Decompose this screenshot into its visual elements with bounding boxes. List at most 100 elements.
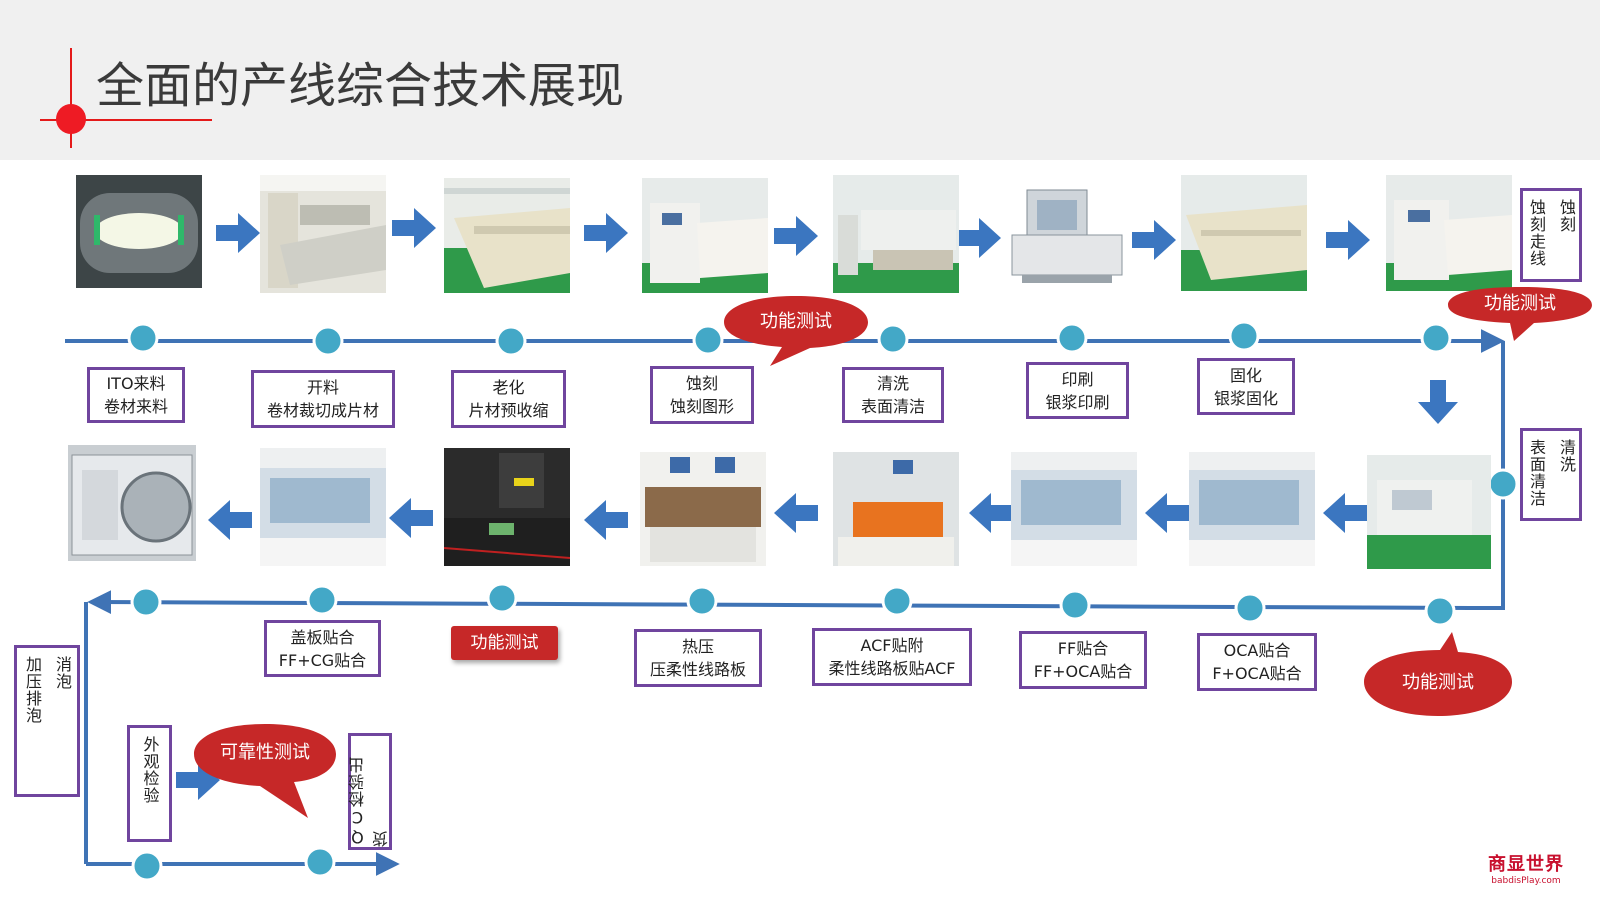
flow-node	[686, 585, 718, 617]
step-label-ff-lamination: FF贴合 FF+OCA贴合	[1019, 631, 1147, 689]
arrow-left-icon	[584, 500, 628, 540]
callout-text: 功能测试	[760, 311, 832, 332]
callout-reliability-test: 可靠性测试	[190, 720, 340, 820]
step-label-qc-shipping: QC检验出货	[348, 733, 392, 850]
flow-node	[1056, 322, 1088, 354]
step-label-line2: F+OCA贴合	[1212, 664, 1302, 683]
step-label-line2: 银浆固化	[1213, 388, 1278, 408]
step-label-line2: 压柔性线路板	[649, 660, 746, 679]
arrow-right-icon	[584, 213, 628, 253]
callout-function-test-bottom: 功能测试	[451, 626, 558, 660]
step-label-aging: 老化 片材预收缩	[451, 370, 566, 428]
step-label-oca-lamination: OCA贴合 F+OCA贴合	[1197, 633, 1317, 691]
step-label-line1: FF贴合	[1057, 639, 1109, 658]
flow-node	[130, 586, 162, 618]
step-label-line2: 片材预收缩	[468, 401, 549, 420]
flow-node	[486, 582, 518, 614]
vertical-label-col1: QC检验出货	[348, 756, 391, 847]
photo-surface-cleaning-machine	[1367, 455, 1491, 569]
flow-node	[1228, 320, 1260, 352]
step-label-line1: 老化	[492, 378, 525, 397]
step-label-cover-lamination: 盖板贴合 FF+CG贴合	[264, 620, 381, 677]
title-decoration-horizontal-line	[40, 119, 212, 121]
title-decoration-red-dot	[56, 104, 86, 134]
vertical-label-col2: 加压排泡	[23, 656, 42, 724]
photo-ff-lamination-machine	[1011, 452, 1137, 566]
step-label-cleaning: 清洗 表面清洁	[842, 367, 944, 423]
vertical-label-col2: 表面清洁	[1527, 439, 1546, 507]
flow-node	[1059, 589, 1091, 621]
title-decoration-vertical-line	[70, 48, 72, 148]
flow-node	[1234, 592, 1266, 624]
flow-node	[877, 323, 909, 355]
step-label-line2: FF+CG贴合	[278, 650, 367, 670]
step-label-line1: 开料	[306, 378, 339, 397]
watermark-logo: 商显世界 babdisPlay.com	[1488, 850, 1564, 886]
arrow-left-icon	[389, 498, 433, 538]
arrow-right-icon	[1326, 220, 1370, 260]
step-label-line2: FF+OCA贴合	[1033, 662, 1133, 681]
step-label-etching-traces: 蚀刻 蚀刻走线	[1520, 188, 1582, 282]
photo-cutting-machine	[260, 175, 386, 293]
step-label-line2: 卷材来料	[103, 397, 168, 416]
step-label-line2: 柔性线路板贴ACF	[828, 659, 956, 678]
step-label-line1: ITO来料	[106, 374, 166, 393]
right-connector-line	[1465, 341, 1505, 610]
vertical-label-col1: 蚀刻	[1557, 199, 1576, 233]
flow-node	[1424, 595, 1456, 627]
step-label-line2: 表面清洁	[860, 397, 925, 416]
flow-node	[127, 322, 159, 354]
vertical-label-col1: 外观检验	[140, 736, 160, 804]
step-label-acf: ACF贴附 柔性线路板贴ACF	[812, 628, 972, 686]
arrow-right-icon	[1132, 220, 1176, 260]
photo-etching-line-machine	[1386, 175, 1512, 291]
arrow-left-icon	[208, 500, 252, 540]
flow-node	[306, 584, 338, 616]
photo-oca-lamination-machine	[1189, 452, 1315, 566]
photo-test-bench	[444, 448, 570, 566]
step-label-hot-press: 热压 压柔性线路板	[634, 629, 762, 687]
arrow-left-icon	[1323, 493, 1367, 533]
watermark-text: 商显世界	[1488, 854, 1564, 875]
vertical-label-col1: 清洗	[1557, 439, 1576, 473]
callout-function-test-bottom-right: 功能测试	[1360, 628, 1516, 720]
flow-node	[1420, 322, 1452, 354]
callout-text: 可靠性测试	[220, 742, 310, 763]
step-label-debubble: 消泡 加压排泡	[14, 645, 80, 797]
callout-function-test-right: 功能测试	[1444, 283, 1596, 343]
step-label-line2: 银浆印刷	[1045, 392, 1110, 412]
step-label-surface-cleaning: 清洗 表面清洁	[1520, 428, 1582, 521]
photo-hot-press-machine	[640, 452, 766, 566]
flow-node	[495, 325, 527, 357]
step-label-line1: ACF贴附	[860, 636, 924, 655]
photo-debubble-autoclave	[68, 445, 196, 561]
arrow-right-icon	[392, 208, 436, 248]
step-label-line2: 蚀刻图形	[669, 397, 734, 416]
flow-node	[131, 850, 163, 882]
flow-node	[881, 585, 913, 617]
vertical-label-col2: 蚀刻走线	[1527, 199, 1546, 267]
callout-function-test-top: 功能测试	[720, 292, 872, 368]
step-label-ito-incoming: ITO来料 卷材来料	[87, 367, 185, 423]
step-label-curing: 固化 银浆固化	[1197, 358, 1295, 415]
photo-lamination-machine	[260, 448, 386, 566]
callout-text: 功能测试	[1484, 293, 1556, 314]
step-label-line1: 热压	[681, 637, 714, 656]
photo-aging-oven-line	[444, 178, 570, 293]
arrow-down-icon	[1418, 380, 1458, 424]
step-label-line1: OCA贴合	[1223, 641, 1291, 660]
photo-acf-machine	[833, 452, 959, 566]
header-band: 全面的产线综合技术展现	[0, 0, 1600, 160]
flow-node	[304, 846, 336, 878]
arrow-right-icon	[774, 216, 818, 256]
flow-node	[312, 325, 344, 357]
step-label-printing: 印刷 银浆印刷	[1026, 362, 1129, 419]
flow-node	[692, 324, 724, 356]
step-label-line1: 盖板贴合	[290, 627, 355, 647]
arrow-left-icon	[1145, 493, 1189, 533]
step-label-line1: 印刷	[1061, 369, 1094, 389]
step-label-line1: 固化	[1229, 365, 1262, 385]
photo-etching-machine	[642, 178, 768, 293]
vertical-label-col1: 消泡	[53, 656, 72, 690]
